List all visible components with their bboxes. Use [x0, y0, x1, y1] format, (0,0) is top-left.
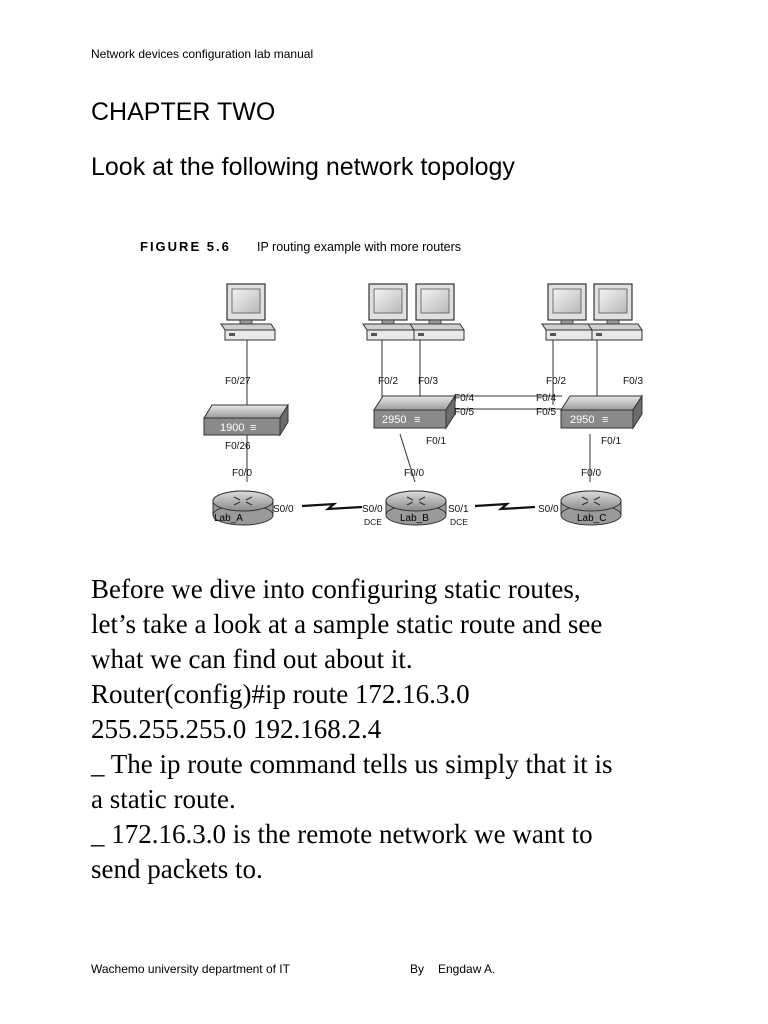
port-label: S0/0 [362, 504, 383, 515]
port-label: F0/27 [225, 376, 251, 387]
router-lab-c: Lab_C [560, 490, 622, 526]
port-label: F0/5 [536, 407, 556, 418]
port-label: F0/3 [623, 376, 643, 387]
port-label: F0/0 [581, 468, 601, 479]
port-label: F0/0 [232, 468, 252, 479]
router-name: Lab_A [214, 513, 243, 524]
port-label: F0/1 [426, 436, 446, 447]
page-header: Network devices configuration lab manual [91, 47, 314, 61]
port-label: DCE [450, 517, 468, 527]
port-label: F0/2 [546, 376, 566, 387]
svg-text:≡: ≡ [250, 422, 256, 434]
svg-text:≡: ≡ [602, 414, 608, 426]
port-label: DCE [364, 517, 382, 527]
pc-icon [541, 283, 597, 341]
switch-2950-b: 2950 ≡ [373, 394, 456, 430]
body-line: what we can find out about it. [91, 644, 413, 674]
switch-1900: 1900 ≡ [203, 403, 289, 437]
body-line: _ 172.16.3.0 is the remote network we wa… [91, 819, 593, 849]
port-label: F0/3 [418, 376, 438, 387]
footer-department: Wachemo university department of IT [91, 962, 290, 976]
switch-model-label: 2950 [382, 414, 406, 426]
connection-lines [246, 340, 598, 483]
body-text: Before we dive into configuring static r… [91, 572, 691, 887]
port-label: F0/0 [404, 468, 424, 479]
body-line: let’s take a look at a sample static rou… [91, 609, 603, 639]
body-line: Before we dive into configuring static r… [91, 574, 581, 604]
network-topology-figure: FIGURE 5.6 IP routing example with more … [140, 239, 643, 527]
port-label: F0/1 [601, 436, 621, 447]
footer-author: Engdaw A. [438, 962, 496, 976]
intro-text: Look at the following network topology [91, 153, 515, 181]
port-label: F0/26 [225, 441, 251, 452]
switch-model-label: 2950 [570, 414, 594, 426]
pc-icon [409, 283, 465, 341]
port-label: F0/4 [536, 393, 556, 404]
port-label: S0/0 [273, 504, 294, 515]
figure-caption: IP routing example with more routers [257, 240, 461, 254]
router-name: Lab_C [577, 513, 606, 524]
footer-by: By [410, 962, 425, 976]
serial-link-bc [474, 502, 536, 511]
chapter-title: CHAPTER TWO [91, 98, 276, 126]
body-line: 255.255.255.0 192.168.2.4 [91, 714, 382, 744]
port-label: F0/5 [454, 407, 474, 418]
svg-text:≡: ≡ [414, 414, 420, 426]
serial-link-ab [301, 502, 363, 511]
port-label: F0/4 [454, 393, 474, 404]
switch-2950-c: 2950 ≡ [560, 394, 643, 430]
port-label: S0/0 [538, 504, 559, 515]
body-line: _ The ip route command tells us simply t… [91, 749, 613, 779]
router-lab-b: Lab_B [385, 490, 447, 526]
switch-model-label: 1900 [220, 422, 244, 434]
port-label: S0/1 [448, 504, 469, 515]
body-line: send packets to. [91, 854, 263, 884]
pc-icon [587, 283, 643, 341]
router-lab-a: Lab_A [212, 490, 274, 526]
pc-icon [220, 283, 276, 341]
port-label: F0/2 [378, 376, 398, 387]
figure-label: FIGURE 5.6 [140, 239, 231, 254]
body-line: a static route. [91, 784, 236, 814]
pc-icon [362, 283, 418, 341]
router-name: Lab_B [400, 513, 429, 524]
body-line: Router(config)#ip route 172.16.3.0 [91, 679, 470, 709]
